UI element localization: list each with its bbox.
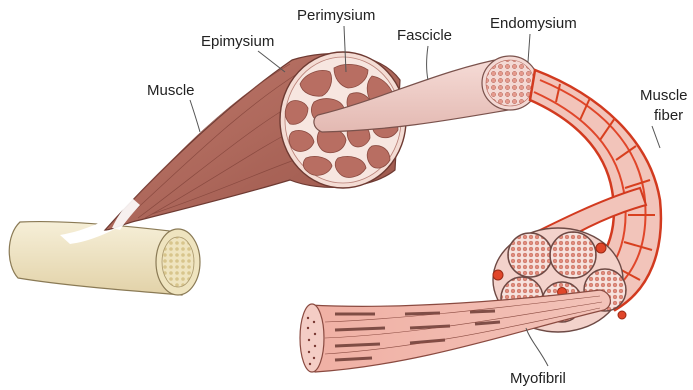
label-fascicle: Fascicle — [397, 27, 452, 44]
leader-myofibril — [526, 328, 548, 366]
label-muscle: Muscle — [147, 82, 195, 99]
leader-endomysium — [528, 34, 530, 62]
label-muscle-fiber-line2: fiber — [654, 107, 683, 124]
leader-muscle-fiber — [652, 126, 660, 148]
label-muscle-fiber-line1: Muscle — [640, 87, 688, 104]
label-perimysium: Perimysium — [297, 7, 375, 24]
label-epimysium: Epimysium — [201, 33, 274, 50]
label-endomysium: Endomysium — [490, 15, 577, 32]
leader-fascicle — [427, 46, 429, 80]
leader-epimysium — [258, 51, 285, 72]
label-myofibril: Myofibril — [510, 370, 566, 387]
leader-muscle — [190, 100, 200, 132]
